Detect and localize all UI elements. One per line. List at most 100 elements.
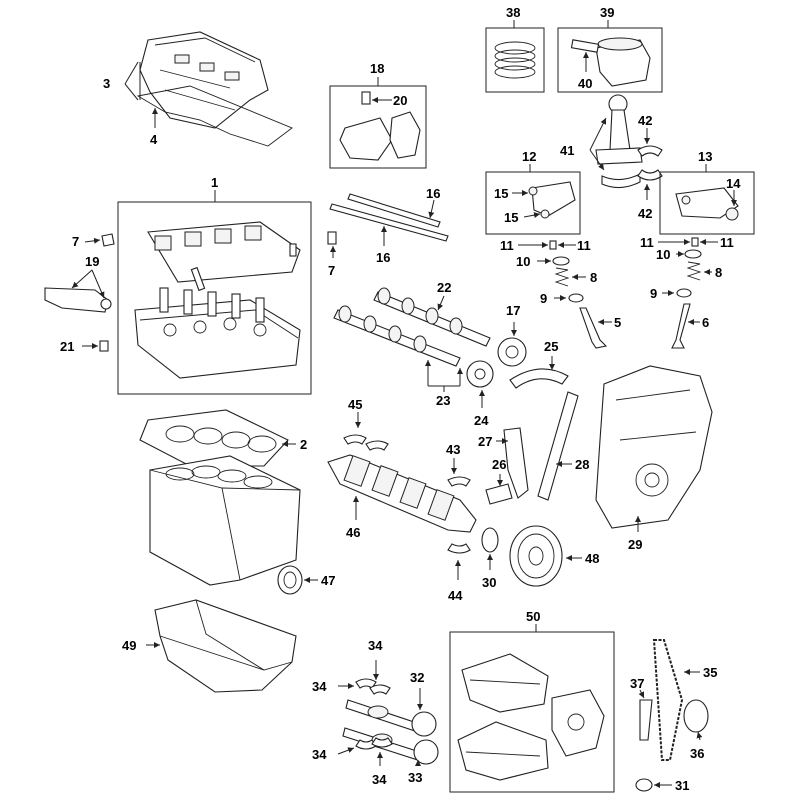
- spring-seat-left: [568, 293, 584, 303]
- balance-shafts: [342, 699, 439, 765]
- group-box-50: [449, 631, 615, 793]
- callout-6: 6: [702, 315, 709, 330]
- group-box-12: [485, 171, 581, 235]
- callout-24: 24: [474, 413, 489, 428]
- callout-17: 17: [506, 303, 520, 318]
- part-7-mid: [327, 231, 337, 245]
- group-box-38: [485, 27, 545, 93]
- callout-8b: 8: [715, 265, 722, 280]
- callout-11a: 11: [500, 238, 514, 253]
- callout-7b: 7: [328, 263, 335, 278]
- callout-42a: 42: [638, 113, 652, 128]
- piston-rings: [494, 41, 536, 79]
- callout-34a: 34: [368, 638, 383, 653]
- main-bearing-44: [447, 543, 471, 554]
- valve-keepers-right: [691, 237, 699, 247]
- callout-15b: 15: [504, 210, 518, 225]
- timing-chain-cover: [595, 365, 713, 529]
- rear-main-seal: [277, 565, 303, 595]
- connecting-rod: [595, 94, 643, 189]
- callout-1: 1: [211, 175, 218, 190]
- callout-32: 32: [410, 670, 424, 685]
- callout-21: 21: [60, 339, 74, 354]
- valve-cover: [139, 31, 269, 129]
- callout-9a: 9: [540, 291, 547, 306]
- exhaust-valve: [671, 303, 691, 349]
- crankshaft: [327, 454, 477, 533]
- vtc-sprocket: [497, 337, 527, 367]
- part-31: [635, 778, 653, 792]
- valve-keepers-left: [549, 240, 557, 250]
- retainer-left: [552, 256, 570, 266]
- callout-10b: 10: [656, 247, 670, 262]
- callout-36: 36: [690, 746, 704, 761]
- callout-38: 38: [506, 5, 520, 20]
- callout-40: 40: [578, 76, 592, 91]
- spring-seat-right: [676, 288, 692, 298]
- callout-13: 13: [698, 149, 712, 164]
- head-gasket: [139, 409, 289, 467]
- callout-29: 29: [628, 537, 642, 552]
- oil-pan: [154, 599, 297, 693]
- callout-14: 14: [726, 176, 741, 191]
- callout-46: 46: [346, 525, 360, 540]
- exhaust-sprocket: [466, 360, 494, 388]
- piston: [570, 37, 651, 87]
- callout-48: 48: [585, 551, 599, 566]
- callout-34c: 34: [312, 747, 327, 762]
- callout-11d: 11: [720, 235, 734, 250]
- callout-8a: 8: [590, 270, 597, 285]
- camshafts: [333, 287, 491, 367]
- rocker-arm-exhaust: [675, 187, 739, 221]
- callout-37: 37: [630, 676, 644, 691]
- crank-sprocket: [481, 527, 499, 553]
- rocker-arm-intake: [528, 181, 576, 219]
- callout-35: 35: [703, 665, 717, 680]
- group-box-39: [557, 27, 663, 93]
- callout-15a: 15: [494, 186, 508, 201]
- crank-pulley: [509, 525, 563, 587]
- part-21: [99, 340, 109, 352]
- callout-43: 43: [446, 442, 460, 457]
- thrust-bearing-43: [447, 476, 471, 487]
- vtc-solenoid: [339, 91, 421, 161]
- callout-20: 20: [393, 93, 407, 108]
- callout-16a: 16: [426, 186, 440, 201]
- callout-11b: 11: [577, 238, 591, 253]
- balancer-chain: [652, 639, 684, 761]
- callout-34b: 34: [312, 679, 327, 694]
- callout-50: 50: [526, 609, 540, 624]
- callout-10a: 10: [516, 254, 530, 269]
- rocker-shafts: [329, 193, 449, 242]
- cylinder-head: [134, 221, 301, 379]
- callout-26: 26: [492, 457, 506, 472]
- oil-control-valve: [44, 287, 112, 313]
- callout-22: 22: [437, 280, 451, 295]
- callout-31: 31: [675, 778, 689, 793]
- callout-23: 23: [436, 393, 450, 408]
- valve-spring-left: [554, 267, 570, 287]
- callout-47: 47: [321, 573, 335, 588]
- callout-9b: 9: [650, 286, 657, 301]
- intake-valve: [579, 307, 608, 349]
- engine-block: [149, 455, 301, 586]
- callout-12: 12: [522, 149, 536, 164]
- chain-tensioner: [485, 483, 513, 505]
- callout-39: 39: [600, 5, 614, 20]
- lead-3b: [124, 83, 139, 101]
- callout-49: 49: [122, 638, 136, 653]
- callout-4: 4: [150, 132, 158, 147]
- callout-28: 28: [575, 457, 589, 472]
- callout-5: 5: [614, 315, 621, 330]
- callout-25: 25: [544, 339, 558, 354]
- callout-2: 2: [300, 437, 307, 452]
- callout-27: 27: [478, 434, 492, 449]
- callout-34d: 34: [372, 772, 387, 787]
- lead-3a: [124, 61, 139, 85]
- callout-44: 44: [448, 588, 463, 603]
- callout-16b: 16: [376, 250, 390, 265]
- balance-bearings: [355, 678, 393, 750]
- retainer-right: [684, 249, 702, 259]
